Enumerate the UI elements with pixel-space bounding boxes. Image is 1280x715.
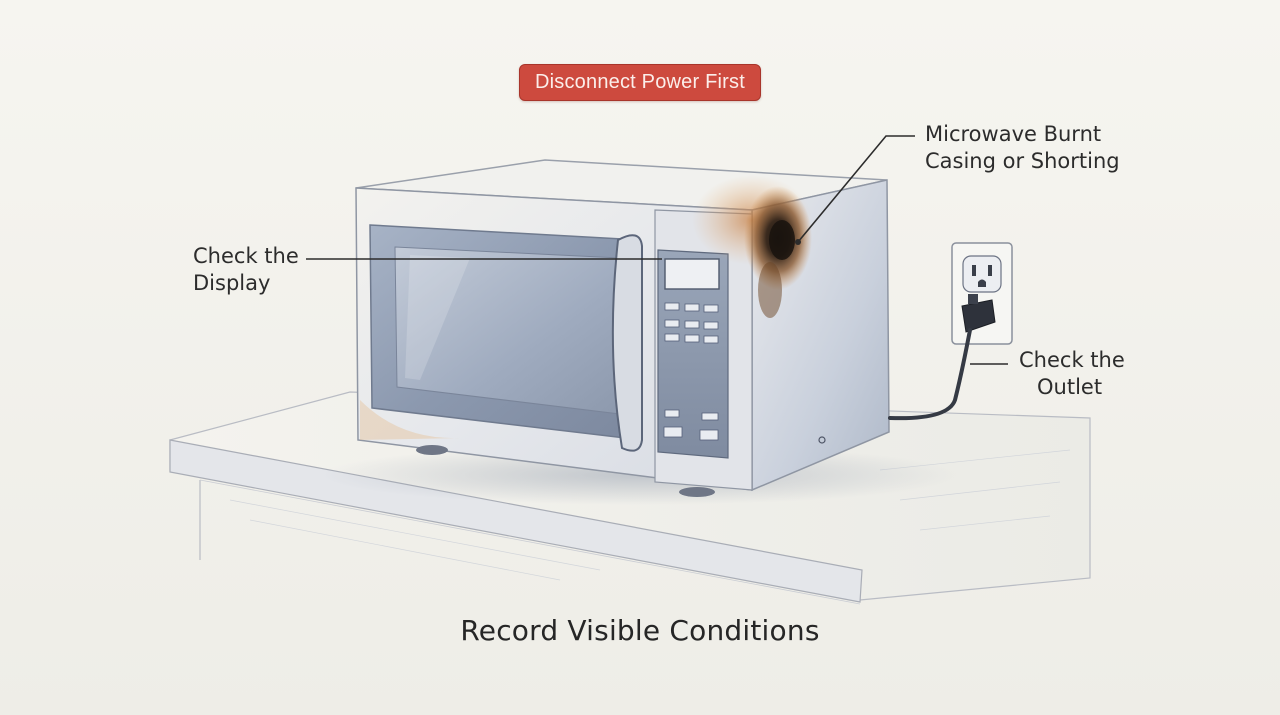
disconnect-power-text: Disconnect Power First — [534, 71, 745, 93]
leader-burnt — [797, 135, 915, 243]
callout-outlet-line1: Check the — [1019, 348, 1125, 372]
scorch-mark — [692, 175, 812, 318]
power-plug-icon — [888, 294, 996, 421]
keypad — [663, 302, 719, 441]
leader-burnt-dot — [795, 239, 801, 245]
microwave-icon — [355, 159, 890, 497]
callout-burnt-line2: Casing or Shorting — [925, 149, 1120, 173]
callout-burnt-casing: Microwave Burnt Casing or Shorting — [925, 121, 1120, 175]
display-screen — [664, 258, 720, 290]
leader-lines — [306, 135, 1008, 365]
record-conditions-caption: Record Visible Conditions — [460, 614, 820, 647]
callout-outlet-line2: Outlet — [1037, 375, 1103, 399]
callout-check-outlet: Check the Outlet — [1019, 347, 1125, 401]
callout-display-line2: Display — [193, 271, 271, 295]
callout-check-display: Check the Display — [193, 243, 299, 297]
disconnect-power-banner: Disconnect Power First — [519, 64, 761, 101]
callout-burnt-line1: Microwave Burnt — [925, 122, 1102, 146]
callout-display-line1: Check the — [193, 244, 299, 268]
wall-outlet-icon — [951, 242, 1013, 345]
